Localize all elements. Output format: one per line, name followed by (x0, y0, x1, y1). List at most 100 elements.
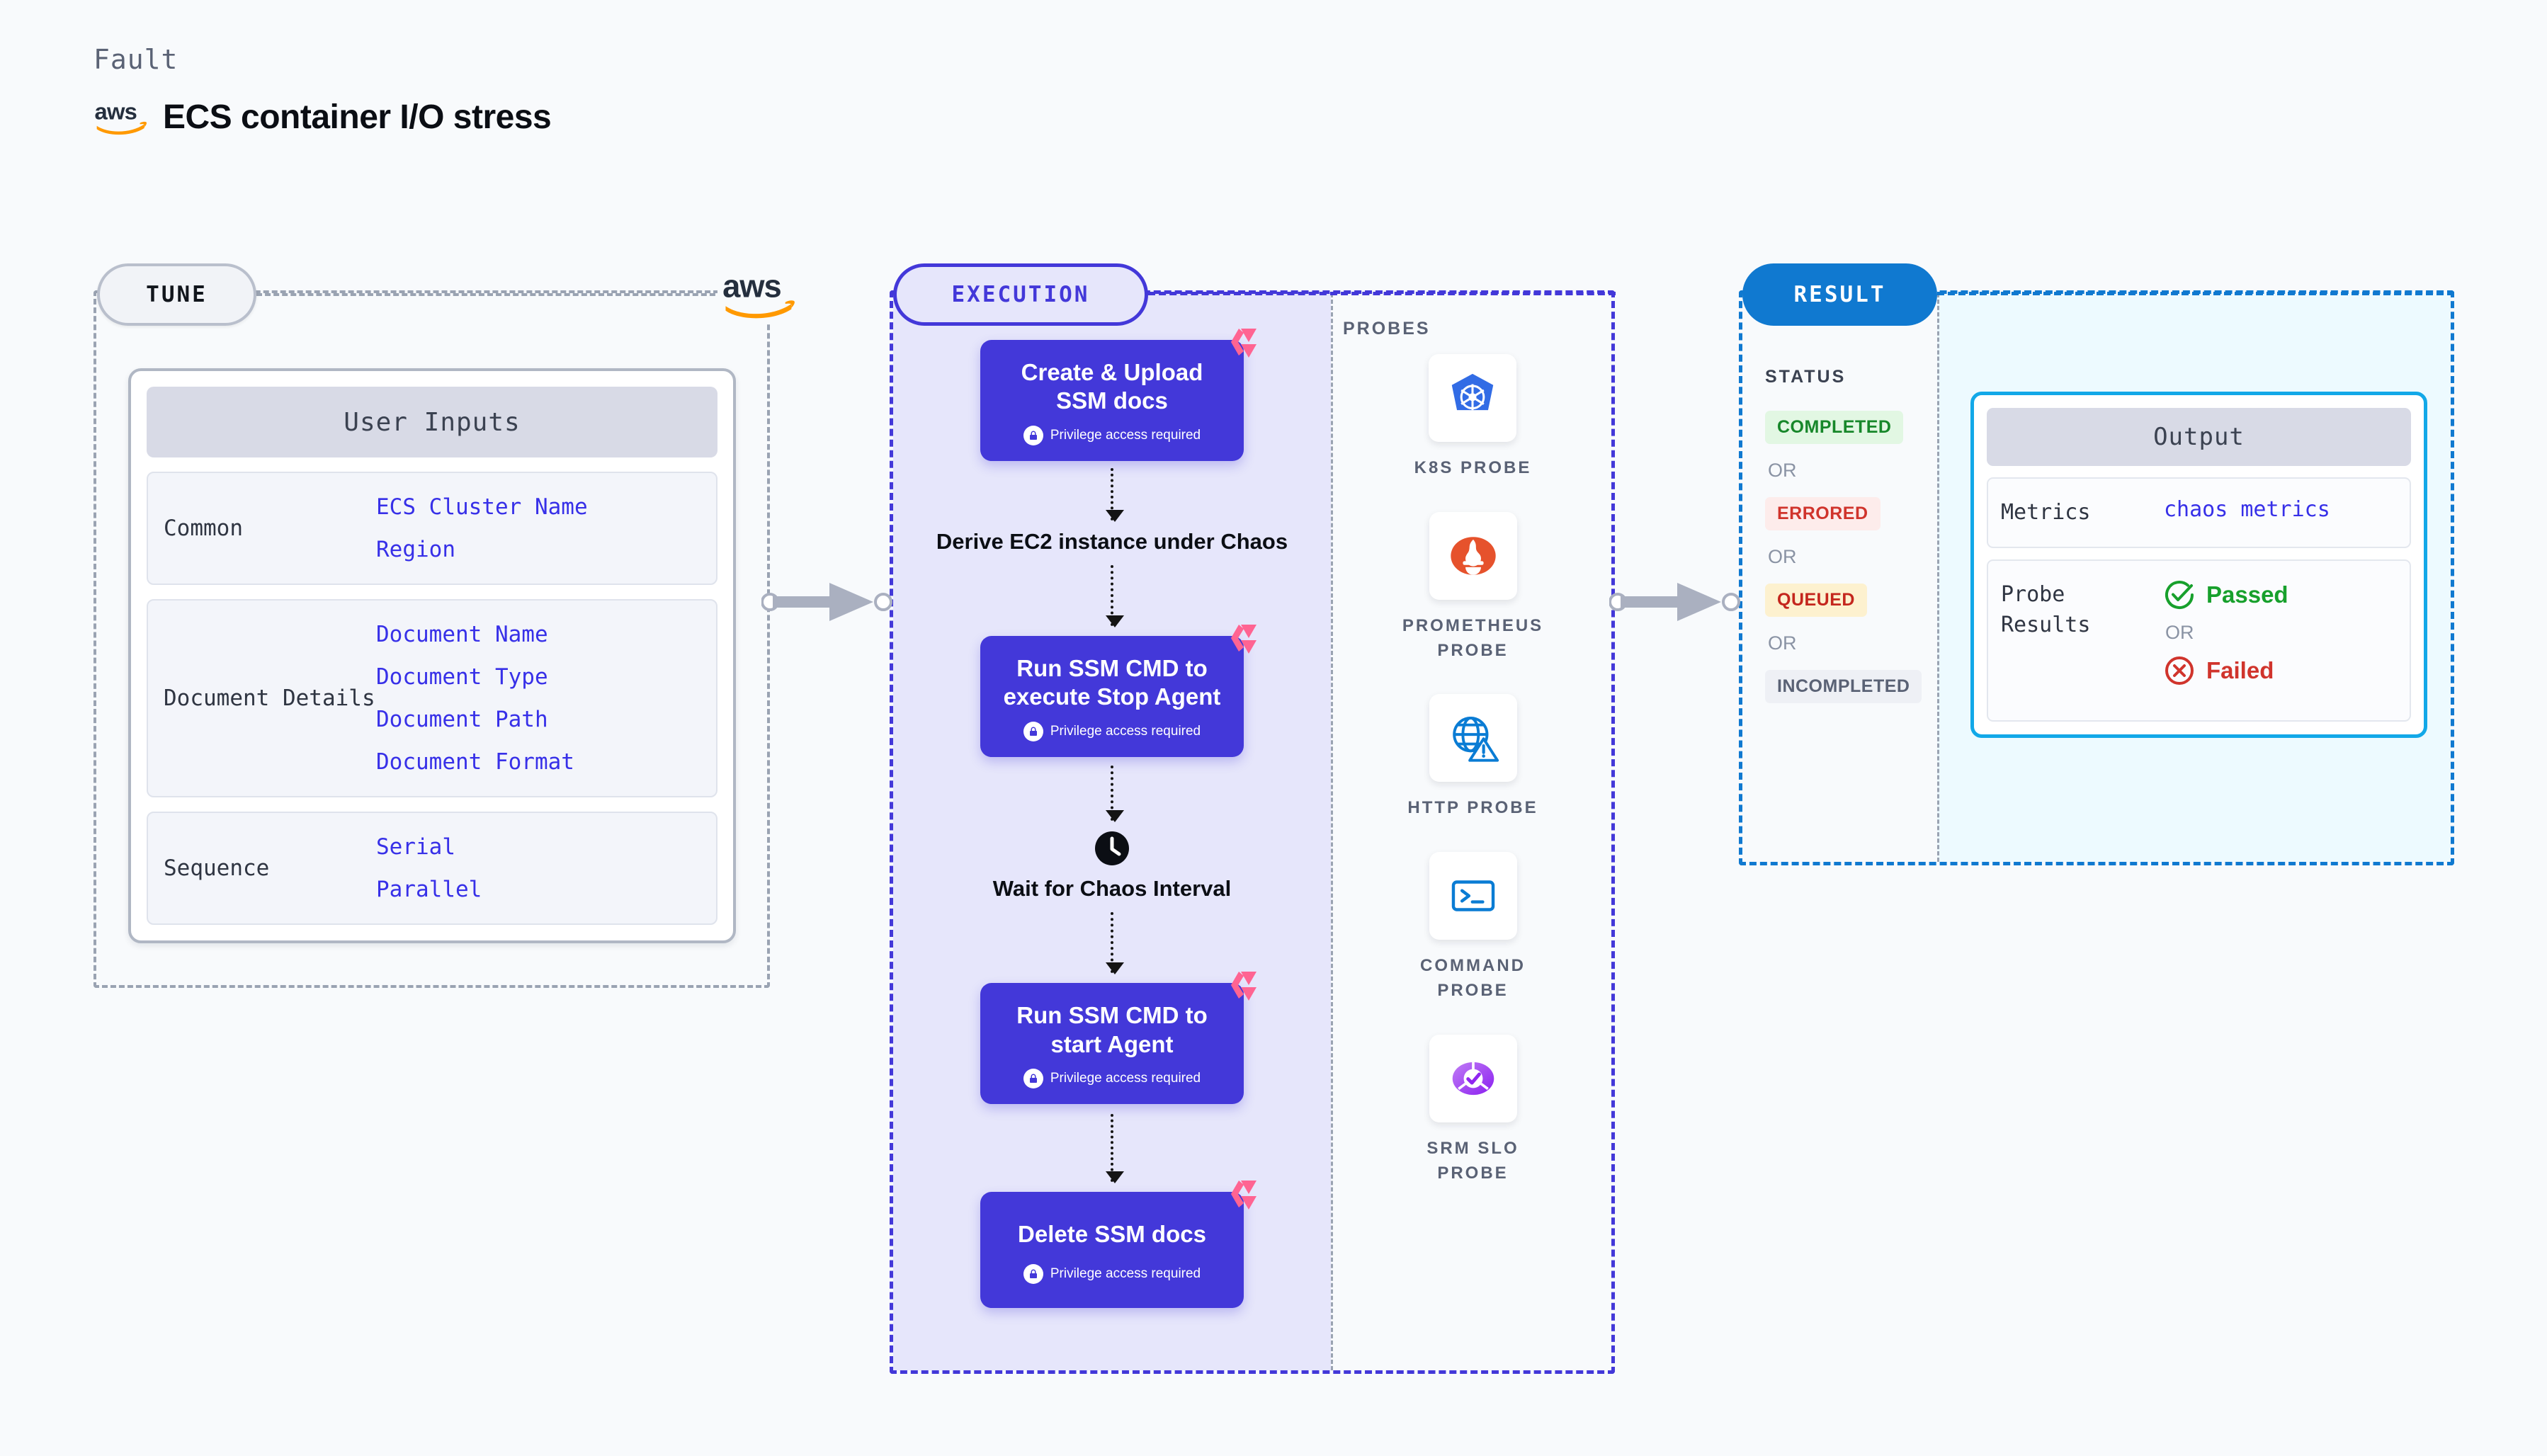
input-value[interactable]: Serial (376, 834, 455, 860)
input-group-label: Common (164, 515, 243, 541)
passed-label: Passed (2206, 581, 2288, 608)
output-row-metrics: Metrics chaos metrics (1987, 477, 2411, 548)
page-header: Fault aws ECS container I/O stress (93, 44, 552, 137)
flow-connector (1106, 1113, 1124, 1183)
privilege-note-label: Privilege access required (1050, 1070, 1201, 1086)
flow-connector (1106, 912, 1124, 975)
execution-step-node[interactable]: Run SSM CMD to start Agent Privilege acc… (980, 972, 1257, 1104)
status-section-label: STATUS (1765, 367, 1847, 387)
probes-list: K8S PROBE PROMETHEUS PROBE (1333, 354, 1613, 1185)
execution-step-title: Derive EC2 instance under Chaos (936, 528, 1288, 554)
svg-text:aws: aws (722, 268, 781, 304)
input-group-document-details: Document Details Document Name Document … (147, 599, 717, 797)
status-or-label: OR (1768, 632, 1797, 654)
result-dashed-connector (1937, 292, 2454, 295)
input-group-sequence: Sequence Serial Parallel (147, 812, 717, 925)
lock-icon (1023, 721, 1043, 741)
privilege-note: Privilege access required (994, 721, 1230, 741)
status-list: COMPLETED OR ERRORED OR QUEUED OR INCOMP… (1765, 411, 1922, 703)
flow-connector (1106, 765, 1124, 822)
page-title: ECS container I/O stress (163, 98, 552, 136)
output-title: Output (1987, 408, 2411, 466)
probe-result-passed: Passed (2164, 579, 2288, 610)
status-badge: INCOMPLETED (1765, 670, 1922, 703)
harness-logo-icon (1231, 1180, 1257, 1210)
harness-logo-icon (1231, 625, 1257, 654)
harness-logo-icon (1231, 329, 1257, 358)
probe-item-command[interactable]: COMMAND PROBE (1399, 852, 1548, 1003)
input-value[interactable]: Region (376, 537, 455, 562)
input-group-common: Common ECS Cluster Name Region (147, 472, 717, 585)
status-badge: QUEUED (1765, 584, 1867, 617)
status-or-label: OR (1768, 546, 1797, 567)
status-or-label: OR (1768, 460, 1797, 481)
execution-step-node[interactable]: Run SSM CMD to execute Stop Agent Privil… (980, 625, 1257, 757)
check-circle-icon (2165, 580, 2194, 609)
execution-step-plain: Wait for Chaos Interval (993, 829, 1231, 903)
execution-step-plain: Derive EC2 instance under Chaos (936, 528, 1288, 556)
status-badge: ERRORED (1765, 497, 1881, 530)
probe-label: COMMAND PROBE (1420, 956, 1526, 1000)
metrics-value[interactable]: chaos metrics (2164, 497, 2330, 522)
execution-step-node[interactable]: Create & Upload SSM docs Privilege acces… (980, 329, 1257, 461)
probe-label: HTTP PROBE (1407, 798, 1538, 818)
privilege-note: Privilege access required (994, 1068, 1230, 1088)
probe-item-prometheus[interactable]: PROMETHEUS PROBE (1399, 511, 1548, 664)
fault-kicker: Fault (93, 44, 178, 75)
aws-logo-icon: aws (95, 98, 147, 135)
status-badge: COMPLETED (1765, 411, 1904, 444)
privilege-note-label: Privilege access required (1050, 723, 1201, 739)
harness-logo-icon (1231, 972, 1257, 1001)
result-stage-pill[interactable]: RESULT (1742, 263, 1937, 326)
user-inputs-title: User Inputs (147, 387, 717, 457)
flow-connector (1106, 467, 1124, 522)
lock-icon (1023, 425, 1043, 445)
tune-boundary (93, 290, 770, 988)
input-value[interactable]: Document Path (376, 707, 548, 732)
probes-column-background (1333, 293, 1613, 1370)
metrics-label: Metrics (2001, 500, 2091, 525)
execution-stage-pill[interactable]: EXECUTION (893, 263, 1148, 326)
execution-step-title: Delete SSM docs (1018, 1220, 1206, 1247)
kubernetes-icon (1429, 354, 1517, 442)
result-inner-divider (1937, 293, 1939, 862)
aws-logo-icon: aws (717, 266, 801, 324)
input-group-label: Document Details (164, 685, 375, 711)
privilege-note-label: Privilege access required (1050, 1266, 1201, 1282)
execution-dashed-connector (1148, 292, 1616, 295)
lock-icon (1023, 1068, 1043, 1088)
clock-icon (1095, 831, 1129, 865)
probe-or-label: OR (2165, 621, 2194, 643)
input-value[interactable]: Document Type (376, 664, 548, 690)
execution-step-title: Create & Upload SSM docs (1021, 359, 1203, 414)
probe-results-label: Probe Results (2001, 581, 2091, 638)
probe-item-k8s[interactable]: K8S PROBE (1414, 354, 1532, 481)
probe-item-srm-slo[interactable]: SRM SLO PROBE (1399, 1034, 1548, 1186)
flow-connector (1106, 565, 1124, 628)
privilege-note-label: Privilege access required (1050, 427, 1201, 443)
result-status-background (1742, 293, 1937, 862)
probe-label: PROMETHEUS PROBE (1402, 615, 1544, 660)
execution-flow: Create & Upload SSM docs Privilege acces… (893, 329, 1331, 1309)
svg-text:aws: aws (95, 98, 137, 124)
privilege-note: Privilege access required (994, 425, 1230, 445)
probes-divider (1331, 293, 1333, 1370)
execution-pill-label: EXECUTION (951, 282, 1090, 307)
probe-item-http[interactable]: HTTP PROBE (1407, 694, 1538, 821)
input-value[interactable]: Document Format (376, 749, 574, 775)
user-inputs-card: User Inputs Common ECS Cluster Name Regi… (128, 368, 736, 943)
failed-label: Failed (2206, 656, 2274, 683)
title-row: aws ECS container I/O stress (93, 98, 552, 137)
input-group-label: Sequence (164, 855, 270, 881)
tune-dashed-connector (256, 293, 724, 296)
execution-step-node[interactable]: Delete SSM docs Privilege access require… (980, 1180, 1257, 1309)
execution-step-title: Run SSM CMD to execute Stop Agent (1003, 655, 1221, 710)
output-row-probe-results: Probe Results Passed OR Failed (1987, 559, 2411, 722)
input-value[interactable]: ECS Cluster Name (376, 494, 588, 520)
arrow-tune-to-execution (761, 583, 892, 621)
privilege-note: Privilege access required (994, 1264, 1230, 1285)
input-value[interactable]: Document Name (376, 622, 548, 647)
input-value[interactable]: Parallel (376, 877, 482, 902)
prometheus-icon (1429, 511, 1517, 600)
tune-stage-pill[interactable]: TUNE (97, 263, 256, 326)
